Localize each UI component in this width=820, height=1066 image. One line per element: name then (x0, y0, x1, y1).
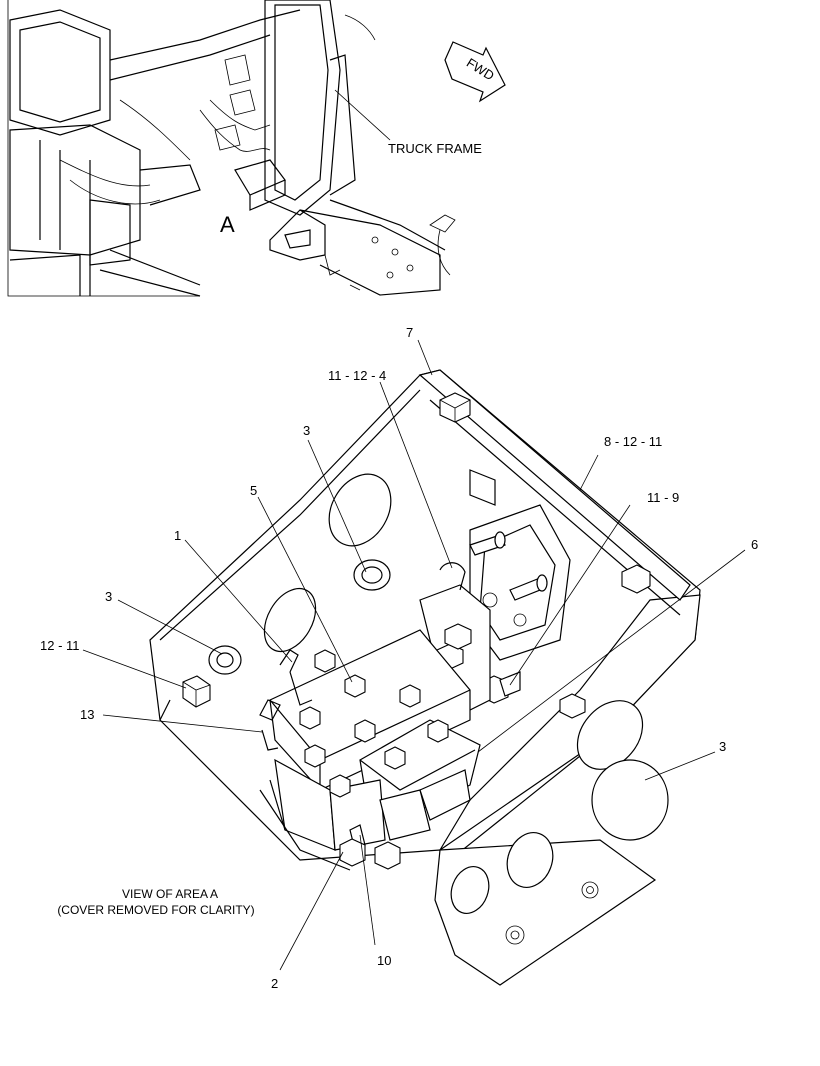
caption-line-2: (COVER REMOVED FOR CLARITY) (57, 903, 254, 917)
overview-illustration (7, 0, 456, 297)
area-a-label: A (220, 212, 235, 237)
callout-12-11: 12 - 11 (40, 638, 80, 653)
callout-3-top: 3 (303, 423, 310, 438)
truck-frame-label: TRUCK FRAME (388, 141, 482, 156)
callout-7: 7 (406, 325, 413, 340)
callout-8-12-11: 8 - 12 - 11 (604, 434, 662, 449)
callout-3-left: 3 (105, 589, 112, 604)
callout-labels: 7 11 - 12 - 4 8 - 12 - 11 3 5 11 - 9 1 6… (40, 325, 758, 991)
callout-10: 10 (377, 953, 391, 968)
callout-2: 2 (271, 976, 278, 991)
callout-3-right: 3 (719, 739, 726, 754)
detail-illustration (149, 369, 701, 986)
fwd-arrow-icon: FWD (444, 41, 506, 103)
callout-11-12-4: 11 - 12 - 4 (328, 368, 386, 383)
caption-line-1: VIEW OF AREA A (122, 887, 218, 901)
callout-11-9: 11 - 9 (647, 490, 679, 505)
callout-13: 13 (80, 707, 94, 722)
terminal-nuts (299, 649, 449, 798)
callout-6: 6 (751, 537, 758, 552)
callout-5: 5 (250, 483, 257, 498)
detail-caption: VIEW OF AREA A (COVER REMOVED FOR CLARIT… (57, 887, 254, 917)
truck-frame-callout: TRUCK FRAME (334, 89, 482, 156)
callout-leaders (82, 339, 746, 971)
callout-1: 1 (174, 528, 181, 543)
